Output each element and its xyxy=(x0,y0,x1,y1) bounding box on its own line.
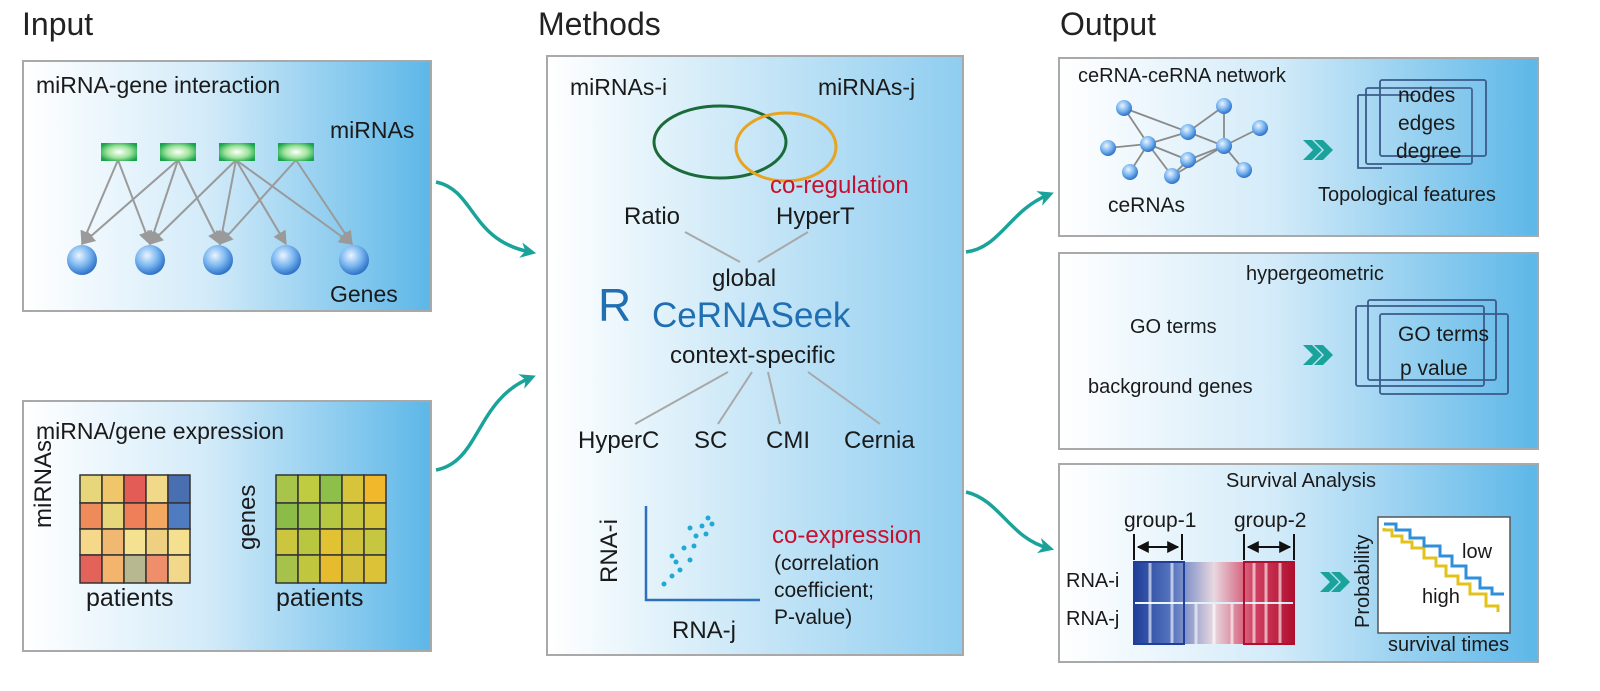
coexp-line-2: coefficient; xyxy=(774,579,875,602)
genes-axis-label: genes xyxy=(234,484,261,550)
mirnas-label: miRNAs xyxy=(330,117,415,143)
co-regulation-label: co-regulation xyxy=(770,172,909,199)
group-1-label: group-1 xyxy=(1124,509,1197,532)
group-2-label: group-2 xyxy=(1234,509,1307,532)
patients-label-left: patients xyxy=(86,584,174,612)
background-genes-label: background genes xyxy=(1088,376,1253,398)
high-group-label: high xyxy=(1422,586,1460,608)
arrow-interaction-to-methods xyxy=(435,180,537,258)
sc-label: SC xyxy=(694,427,728,454)
ratio-label: Ratio xyxy=(624,203,681,230)
go-terms-card-label: GO terms xyxy=(1398,323,1490,346)
rna-i-row-label: RNA-i xyxy=(1066,570,1120,592)
methods-section-title: Methods xyxy=(538,6,661,42)
probability-axis-label: Probability xyxy=(1352,534,1374,628)
cernaseek-title: CeRNASeek xyxy=(652,296,851,335)
mirnas-axis-label: miRNAs xyxy=(30,440,57,528)
expression-title: miRNA/gene expression xyxy=(36,418,285,444)
arrow-methods-to-network xyxy=(965,191,1054,254)
hypergeometric-label: hypergeometric xyxy=(1246,263,1384,285)
global-label: global xyxy=(712,265,777,292)
hypert-label: HyperT xyxy=(776,203,855,230)
input-section-title: Input xyxy=(22,6,94,42)
arrow-expression-to-methods xyxy=(435,374,536,472)
cernia-label: Cernia xyxy=(844,427,915,454)
edges-label: edges xyxy=(1398,112,1456,135)
survival-title: Survival Analysis xyxy=(1226,470,1377,492)
go-terms-input-label: GO terms xyxy=(1130,316,1217,338)
context-specific-label: context-specific xyxy=(670,342,836,369)
network-title: ceRNA-ceRNA network xyxy=(1078,65,1286,87)
coexp-line-1: (correlation xyxy=(774,552,880,575)
hyperc-label: HyperC xyxy=(578,427,660,454)
output-section-title: Output xyxy=(1060,6,1157,42)
low-group-label: low xyxy=(1462,541,1493,563)
rna-i-axis-label: RNA-i xyxy=(596,519,623,583)
coexp-line-3: P-value) xyxy=(774,606,853,629)
co-expression-label: co-expression xyxy=(772,522,922,549)
patients-label-right: patients xyxy=(276,584,364,612)
mirnas-j-label: miRNAs-j xyxy=(818,74,916,100)
topological-features-label: Topological features xyxy=(1318,184,1496,206)
rna-j-axis-label: RNA-j xyxy=(672,617,736,644)
cernas-label: ceRNAs xyxy=(1108,194,1186,217)
cmi-label: CMI xyxy=(766,427,810,454)
p-value-label: p value xyxy=(1400,357,1468,380)
nodes-label: nodes xyxy=(1398,84,1456,107)
interaction-title: miRNA-gene interaction xyxy=(36,72,281,98)
r-logo: R xyxy=(598,279,632,331)
survival-times-label: survival times xyxy=(1388,634,1510,656)
degree-label: degree xyxy=(1396,140,1462,163)
genes-label: Genes xyxy=(330,281,398,307)
rna-j-row-label: RNA-j xyxy=(1066,608,1120,630)
arrow-methods-to-survival xyxy=(965,490,1055,554)
mirnas-i-label: miRNAs-i xyxy=(570,74,668,100)
